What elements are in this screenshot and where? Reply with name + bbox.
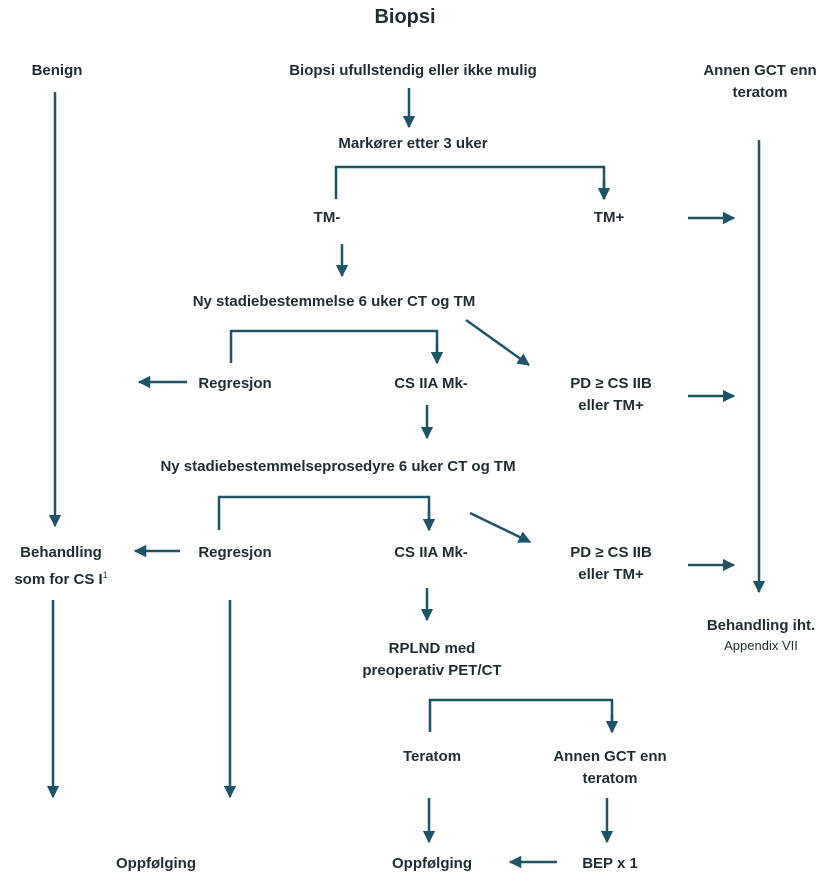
node-followup-mid: Oppfølging [392,855,472,872]
node-other-gct-bottom-line1: Annen GCT enn [553,748,667,765]
arrow-restaging2-split [217,495,436,532]
node-cs-iia-2: CS IIA Mk- [394,544,468,561]
node-pd-2-line2: eller TM+ [578,566,644,583]
node-pd-2: PD ≥ CS IIB eller TM+ [570,542,652,586]
arrow-split-tm-neg [334,165,611,201]
node-treatment-appendix-line1: Behandling iht. [706,617,816,634]
node-rplnd: RPLND med preoperativ PET/CT [362,638,501,682]
node-treatment-appendix-line2: Appendix VII [724,638,798,653]
node-rplnd-line1: RPLND med [388,640,476,657]
node-other-gct-bottom: Annen GCT enn teratom [553,746,666,790]
node-tm-neg: TM- [313,209,341,226]
node-pd-1: PD ≥ CS IIB eller TM+ [570,373,652,417]
node-other-gct-top-line1: Annen GCT enn [703,62,817,79]
node-cs-iia-1: CS IIA Mk- [394,375,468,392]
node-treatment-cs1-line2: som for CS I [14,571,103,588]
node-treatment-appendix: Behandling iht. Appendix VII [707,615,815,655]
node-pd-1-line1: PD ≥ CS IIB [570,375,652,392]
node-teratoma: Teratom [402,748,462,765]
node-other-gct-bottom-line2: teratom [582,770,638,787]
node-other-gct-top-line2: teratom [732,84,788,101]
diagram-title: Biopsi [374,6,436,28]
node-restaging-1: Ny stadiebestemmelse 6 uker CT og TM [192,293,476,310]
node-rplnd-line2: preoperativ PET/CT [362,662,502,679]
node-benign: Benign [31,62,83,79]
footnote-marker: 1 [102,570,108,580]
node-followup-left: Oppfølging [116,855,196,872]
node-treatment-cs1-line1: Behandling [20,544,102,561]
arrow-restaging2-pd [469,511,532,544]
node-pd-1-line2: eller TM+ [578,397,644,414]
node-regression-2: Regresjon [198,544,272,561]
node-incomplete-biopsy: Biopsi ufullstendig eller ikke mulig [289,62,537,79]
node-restaging-2: Ny stadiebestemmelseprosedyre 6 uker CT … [160,458,516,475]
node-treatment-cs1: Behandling som for CS I1 [14,542,107,591]
arrow-restaging1-pd [465,318,531,367]
node-markers-3w: Markører etter 3 uker [338,135,488,152]
node-bep: BEP x 1 [582,855,638,872]
arrow-rplnd-split [428,698,619,734]
node-tm-pos: TM+ [593,209,625,226]
node-other-gct-top: Annen GCT enn teratom [703,60,816,104]
arrow-restaging1-split [229,329,444,365]
node-pd-2-line1: PD ≥ CS IIB [570,544,652,561]
node-regression-1: Regresjon [198,375,272,392]
